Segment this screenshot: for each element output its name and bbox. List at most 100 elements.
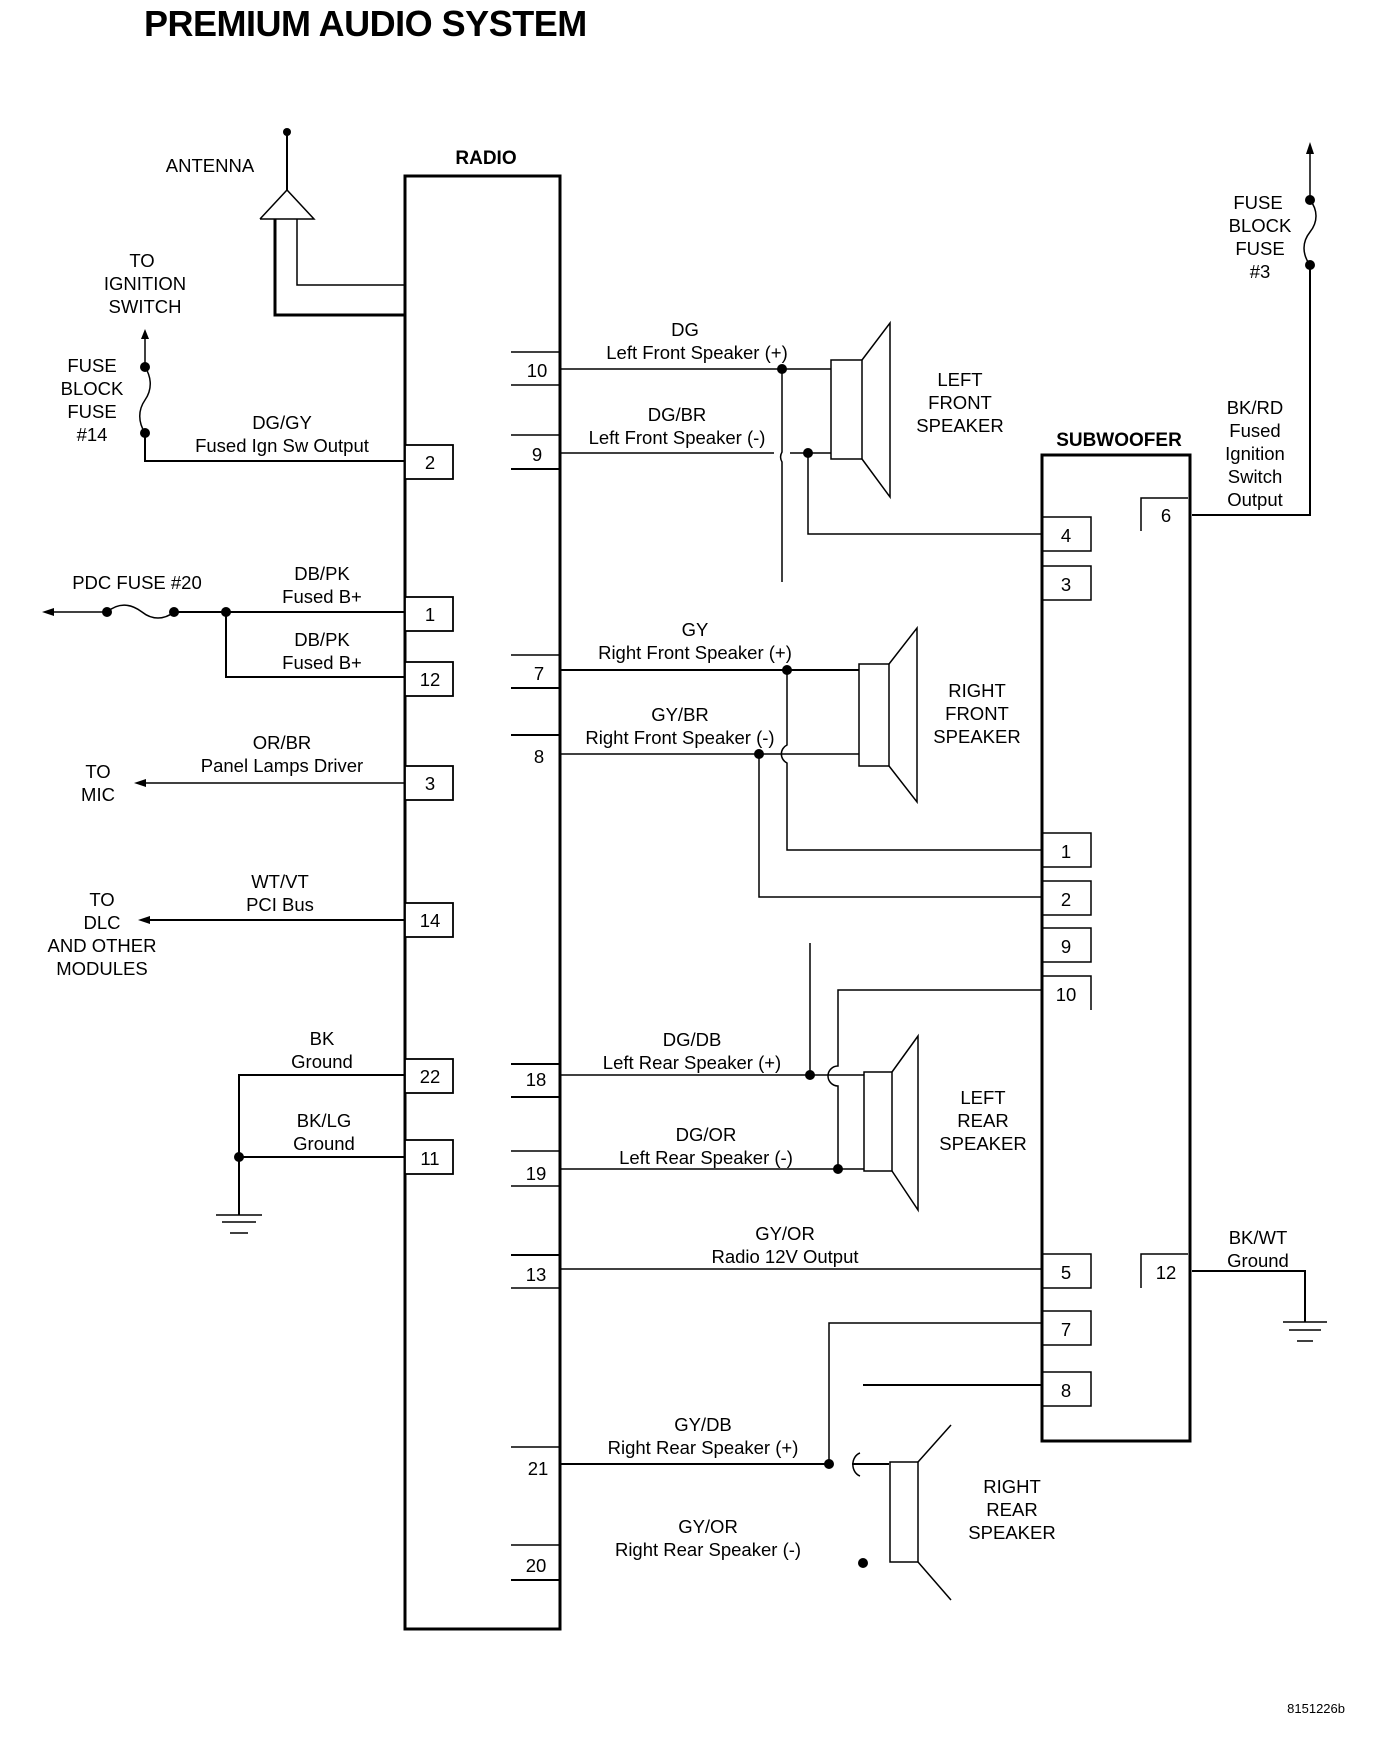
svg-text:20: 20 xyxy=(526,1555,547,1576)
radio-pin-9: 9 xyxy=(511,434,560,470)
subwoofer-pin-8: 8 xyxy=(1042,1371,1092,1407)
pin-number: 10 xyxy=(1056,984,1077,1005)
pin-box xyxy=(404,596,454,632)
pin-number: 1 xyxy=(1061,841,1071,862)
wire-sub-pin-4 xyxy=(807,453,1042,535)
wire-color: OR/BR xyxy=(253,732,312,753)
wire-sub-pin-12 xyxy=(1192,1270,1306,1322)
pin-number: 8 xyxy=(1061,1380,1071,1401)
wire-color: DG/DB xyxy=(663,1029,722,1050)
wire-color: GY/OR xyxy=(755,1223,815,1244)
to-dlc-line1: TO xyxy=(89,889,114,910)
svg-text:18: 18 xyxy=(526,1069,547,1090)
subwoofer-pin-7: 7 xyxy=(1042,1310,1092,1346)
speaker-label: FRONT xyxy=(945,703,1009,724)
fuse-14-label-4: #14 xyxy=(77,424,108,445)
wire-desc: Fused B+ xyxy=(282,586,362,607)
wire-desc: Radio 12V Output xyxy=(711,1246,858,1267)
wire-pin-12 xyxy=(225,612,405,678)
wire-color: DB/PK xyxy=(294,563,350,584)
svg-text:13: 13 xyxy=(526,1264,547,1285)
pin-number: 11 xyxy=(420,1148,439,1169)
radio-right-pins: 10 9 7 8 18 19 13 21 20 xyxy=(511,351,560,1581)
diagram-title: PREMIUM AUDIO SYSTEM xyxy=(144,3,587,44)
to-mic-line1: TO xyxy=(85,761,110,782)
speaker-label: LEFT xyxy=(960,1087,1005,1108)
speaker-label: SPEAKER xyxy=(916,415,1003,436)
radio-pin-13: 13 xyxy=(511,1254,560,1289)
pin-box xyxy=(1042,516,1092,552)
wire-desc: Right Rear Speaker (+) xyxy=(608,1437,799,1458)
to-ignition-line2: IGNITION xyxy=(104,273,186,294)
speaker-label: SPEAKER xyxy=(933,726,1020,747)
pin-number: 12 xyxy=(420,669,441,690)
fuse-14-label-2: BLOCK xyxy=(61,378,124,399)
fuse-3-label-1: FUSE xyxy=(1233,192,1282,213)
svg-text:12: 12 xyxy=(1156,1262,1177,1283)
wire-color: BK/RD xyxy=(1227,397,1284,418)
to-dlc-line3: AND OTHER xyxy=(48,935,157,956)
subwoofer-pin-1: 1 xyxy=(1042,832,1092,868)
wire-desc: Panel Lamps Driver xyxy=(201,755,363,776)
pin-box xyxy=(1042,1310,1092,1346)
pin-number: 4 xyxy=(1061,525,1071,546)
pin-box xyxy=(1042,975,1092,1010)
subwoofer-pin-4: 4 xyxy=(1042,516,1092,552)
speaker-icon xyxy=(863,1033,919,1213)
wire-desc: PCI Bus xyxy=(246,894,314,915)
wire-desc: Switch xyxy=(1228,466,1283,487)
left-rear-speaker-circuit: DG/DB Left Rear Speaker (+) DG/OR Left R… xyxy=(560,943,1042,1213)
to-ignition-line3: SWITCH xyxy=(109,296,182,317)
splice-dot xyxy=(824,1459,834,1469)
svg-text:6: 6 xyxy=(1161,505,1171,526)
speaker-label: LEFT xyxy=(937,369,982,390)
wire-desc: Left Rear Speaker (+) xyxy=(603,1052,781,1073)
wire-color: GY/DB xyxy=(674,1414,732,1435)
wire-sub-pin-10 xyxy=(827,989,1042,1169)
pin-number: 14 xyxy=(420,910,441,931)
fuse-20-icon xyxy=(106,604,175,619)
right-rear-speaker-circuit: GY/DB Right Rear Speaker (+) GY/OR Right… xyxy=(560,1322,1056,1601)
pin-box xyxy=(1042,880,1092,916)
circuit-pin-14: TO DLC AND OTHER MODULES WT/VT PCI Bus 1… xyxy=(48,871,454,979)
ground-icon xyxy=(1283,1321,1327,1342)
wire-color: GY/OR xyxy=(678,1516,738,1537)
wire-color: GY/BR xyxy=(651,704,709,725)
wire-desc: Ground xyxy=(293,1133,355,1154)
radio-label: RADIO xyxy=(455,148,516,169)
pin-box xyxy=(404,1058,454,1094)
wire-desc: Left Front Speaker (+) xyxy=(606,342,788,363)
speaker-label: FRONT xyxy=(928,392,992,413)
speaker-label: SPEAKER xyxy=(968,1522,1055,1543)
arrow-up-icon xyxy=(141,329,149,339)
subwoofer-pin-3: 3 xyxy=(1042,565,1092,601)
pin-box xyxy=(1042,1253,1092,1289)
wire-desc: Fused B+ xyxy=(282,652,362,673)
splice-dot xyxy=(833,1164,843,1174)
wire-color: BK/LG xyxy=(297,1110,352,1131)
pin-number: 3 xyxy=(425,773,435,794)
right-front-speaker-circuit: GY Right Front Speaker (+) GY/BR Right F… xyxy=(560,619,1042,898)
wire-desc: Right Rear Speaker (-) xyxy=(615,1539,801,1560)
wire-color: DB/PK xyxy=(294,629,350,650)
arrow-left-icon xyxy=(134,779,146,787)
speaker-icon xyxy=(830,320,891,500)
wire-color: DG/OR xyxy=(676,1124,737,1145)
wire-color: BK xyxy=(310,1028,335,1049)
speaker-label: REAR xyxy=(957,1110,1008,1131)
to-mic-line2: MIC xyxy=(81,784,115,805)
subwoofer-pin-6: 6 xyxy=(1140,497,1188,531)
wire-desc: Ground xyxy=(291,1051,353,1072)
fuse-14-icon xyxy=(139,366,151,434)
wire-desc: Left Rear Speaker (-) xyxy=(619,1147,793,1168)
subwoofer-label: SUBWOOFER xyxy=(1056,430,1182,451)
circuit-pin-3: TO MIC OR/BR Panel Lamps Driver 3 xyxy=(81,732,454,805)
wire-color: DG/GY xyxy=(252,412,312,433)
fuse-3-icon xyxy=(1303,199,1317,266)
wire-pin-2 xyxy=(144,433,405,462)
wire-color: BK/WT xyxy=(1229,1227,1288,1248)
speaker-label: RIGHT xyxy=(948,680,1006,701)
antenna: ANTENNA xyxy=(166,128,405,317)
ground-icon xyxy=(216,1214,262,1234)
